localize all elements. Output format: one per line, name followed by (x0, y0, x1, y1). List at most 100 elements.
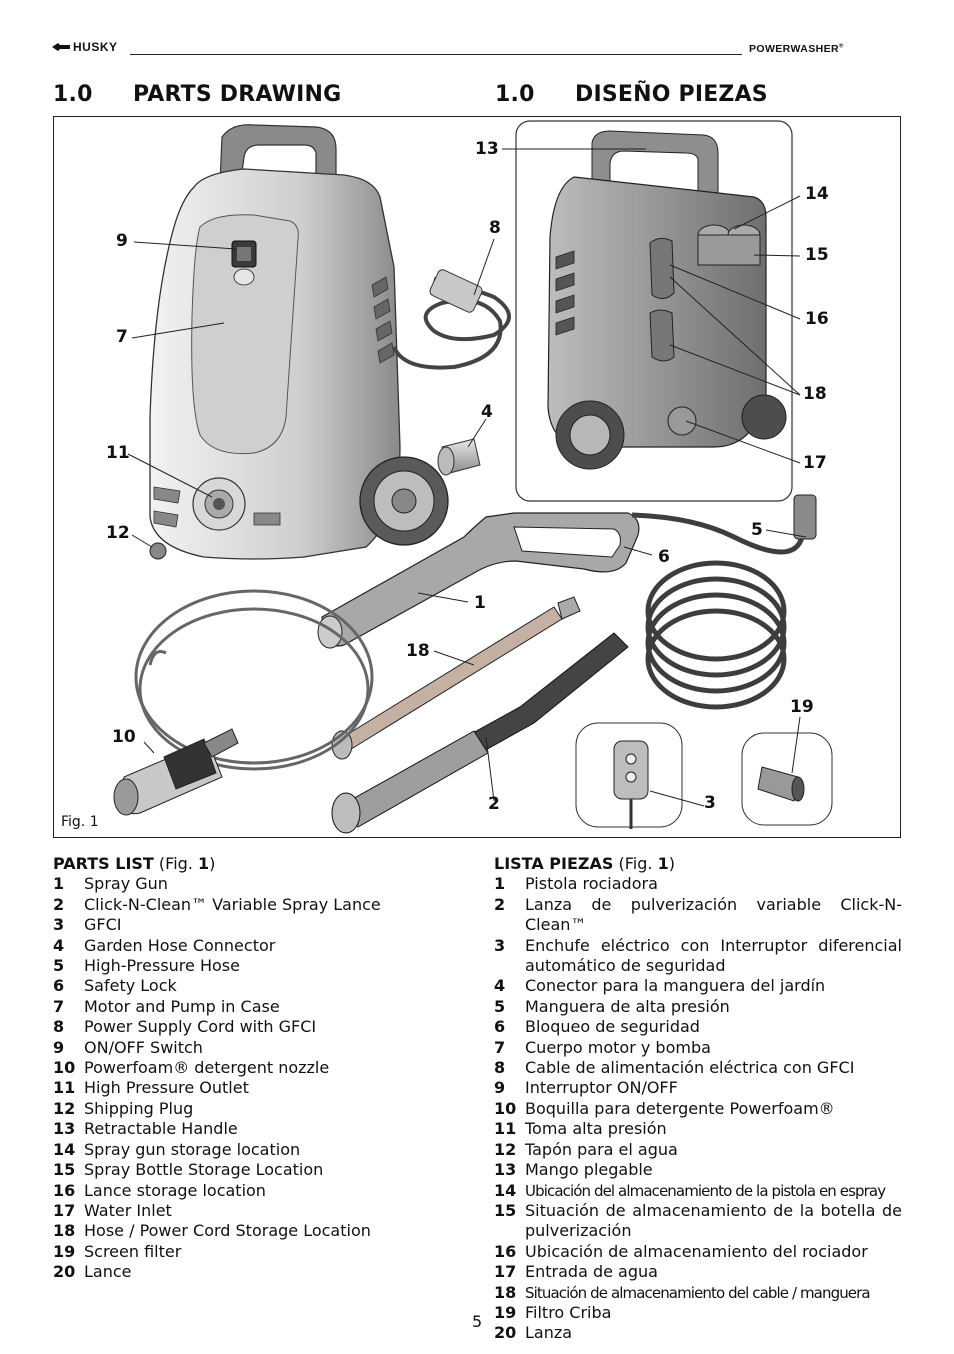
variable-spray-lance-illustration (331, 632, 629, 834)
item-label: Mango plegable (525, 1160, 653, 1180)
husky-logo-icon (52, 43, 70, 51)
parts-figure: 9 7 11 12 8 4 13 14 15 16 18 17 5 6 1 18… (53, 116, 901, 838)
item-number: 14 (53, 1139, 76, 1159)
parts-list-heading: LISTA PIEZAS (Fig. 1) (494, 854, 902, 874)
header-rule (130, 54, 742, 55)
list-item: 17 Water Inlet (53, 1201, 453, 1221)
item-number: 8 (494, 1058, 506, 1078)
list-item: 16 Ubicación de almacenamiento del rociad… (494, 1242, 902, 1262)
list-item: 14 Spray gun storage location (53, 1140, 453, 1160)
item-label: Cuerpo motor y bomba (525, 1037, 711, 1057)
lance-illustration (331, 596, 581, 760)
callout-14: 14 (805, 184, 829, 204)
product-name: POWERWASHER® (749, 43, 844, 55)
list-item: 5 High-Pressure Hose (53, 956, 453, 976)
item-number: 19 (53, 1241, 76, 1261)
callout-3: 3 (704, 793, 716, 813)
item-label: Retractable Handle (84, 1119, 238, 1139)
item-number: 16 (494, 1241, 517, 1261)
item-number: 7 (494, 1037, 506, 1057)
item-label: Situación de almacenamiento del cable / … (525, 1283, 871, 1302)
item-number: 16 (53, 1180, 76, 1200)
item-label: GFCI (84, 915, 122, 935)
item-label: Cable de alimentación eléctrica con GFCI (525, 1058, 855, 1078)
item-number: 4 (53, 935, 65, 955)
item-label: Tapón para el agua (525, 1139, 678, 1159)
heading-fig: 1 (657, 854, 669, 873)
section-title-text: DISEÑO PIEZAS (575, 82, 768, 107)
item-label: Lanza de pulverización variable Click-N-… (525, 894, 902, 935)
item-label: High Pressure Outlet (84, 1078, 249, 1098)
list-item: 19 Screen filter (53, 1242, 453, 1262)
callout-8: 8 (489, 218, 501, 238)
item-number: 3 (494, 935, 506, 955)
item-number: 13 (53, 1119, 76, 1139)
item-number: 9 (53, 1037, 65, 1057)
list-item: 11 Toma alta presión (494, 1119, 902, 1139)
item-number: 6 (53, 976, 65, 996)
item-label: Ubicación de almacenamiento del rociador (525, 1241, 868, 1261)
section-number: 1.0 (53, 82, 93, 107)
item-label: Toma alta presión (525, 1119, 667, 1139)
product-name-text: POWERWASHER (749, 43, 839, 55)
item-number: 5 (53, 956, 65, 976)
item-number: 7 (53, 996, 65, 1016)
item-number: 13 (494, 1160, 517, 1180)
item-label: Ubicación del almacenamiento de la pisto… (525, 1181, 886, 1200)
heading-fig: 1 (197, 854, 210, 873)
high-pressure-hose-illustration (631, 494, 817, 710)
item-label: Bloqueo de seguridad (525, 1017, 700, 1037)
spray-gun-illustration (317, 512, 640, 649)
item-label: Garden Hose Connector (84, 935, 276, 955)
registered-mark: ® (838, 43, 844, 50)
item-number: 17 (53, 1200, 76, 1220)
list-item: 4 Garden Hose Connector (53, 936, 453, 956)
list-item: 3 Enchufe eléctrico con Interruptor difer… (494, 936, 902, 977)
item-number: 11 (494, 1119, 517, 1139)
item-label: Enchufe eléctrico con Interruptor difere… (525, 935, 902, 976)
gfci-illustration (575, 722, 683, 829)
item-label: Entrada de agua (525, 1262, 658, 1282)
section-number: 1.0 (495, 82, 535, 107)
item-number: 20 (53, 1262, 76, 1282)
item-number: 11 (53, 1078, 76, 1098)
page-number: 5 (472, 1312, 483, 1331)
heading-rest: (Fig. (613, 854, 658, 873)
power-cord-illustration (392, 269, 511, 370)
item-number: 19 (494, 1302, 517, 1322)
item-label: ON/OFF Switch (84, 1037, 203, 1057)
item-label: Situación de almacenamiento de la botell… (525, 1200, 902, 1241)
brand-logo: HUSKY (52, 40, 118, 54)
item-label: Click-N-Clean™ Variable Spray Lance (84, 894, 381, 914)
item-label: High-Pressure Hose (84, 956, 240, 976)
garden-hose-connector-illustration (437, 438, 481, 476)
item-label: Screen filter (84, 1241, 182, 1261)
callout-16: 16 (805, 309, 829, 329)
list-item: 14 Ubicación del almacenamiento de la pis… (494, 1181, 902, 1201)
item-number: 14 (494, 1180, 517, 1200)
item-label: Interruptor ON/OFF (525, 1078, 678, 1098)
item-number: 8 (53, 1017, 65, 1037)
item-number: 10 (53, 1058, 76, 1078)
heading-bold: LISTA PIEZAS (494, 854, 614, 873)
callout-5: 5 (751, 520, 763, 540)
item-number: 18 (53, 1221, 76, 1241)
item-label: Water Inlet (84, 1200, 172, 1220)
item-label: Spray gun storage location (84, 1139, 301, 1159)
section-title-es: 1.0 DISEÑO PIEZAS (495, 82, 768, 107)
